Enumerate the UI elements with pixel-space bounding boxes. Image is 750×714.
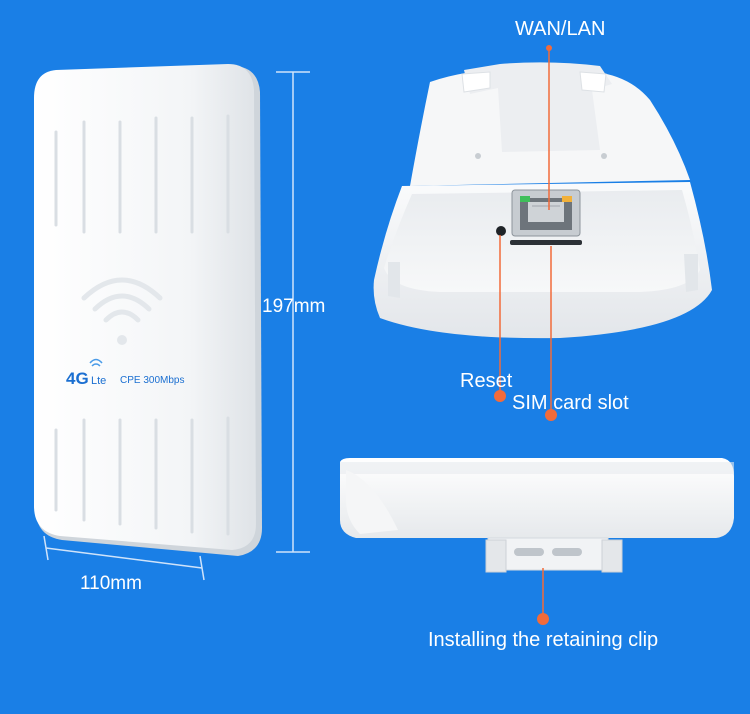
callout-clip (537, 568, 549, 625)
logo-4g-text: 4G (66, 369, 89, 388)
reset-label: Reset (460, 370, 513, 392)
signal-icon (89, 358, 103, 367)
sim-slot (510, 240, 582, 245)
wifi-icon (81, 277, 163, 345)
model-text: CPE 300Mbps (120, 375, 184, 386)
device-front-view: 4G Lte CPE 300Mbps (34, 64, 262, 556)
width-dimension-label: 110mm (80, 573, 142, 594)
callout-dot-sim (545, 409, 557, 421)
height-dimension (276, 71, 310, 553)
retaining-clip (485, 537, 623, 573)
height-dimension-label: 197mm (262, 296, 326, 317)
callout-dot-reset (494, 390, 506, 402)
reset-hole (496, 226, 506, 236)
device-side-view (340, 458, 734, 573)
wan-lan-label: WAN/LAN (515, 18, 606, 40)
callout-reset (494, 235, 506, 402)
callout-dot-wan (546, 45, 552, 51)
width-dimension (43, 535, 205, 581)
vent-slots-top (54, 114, 230, 234)
callout-sim (545, 246, 557, 421)
device-bottom-view (373, 62, 712, 339)
vent-slots-bottom (54, 416, 230, 536)
callout-dot-clip (537, 613, 549, 625)
retaining-clip-label: Installing the retaining clip (428, 629, 659, 651)
lte-logo: 4G Lte CPE 300Mbps (66, 358, 184, 388)
logo-lte-text: Lte (91, 375, 106, 387)
callout-wan-lan (546, 45, 552, 210)
sim-card-slot-label: SIM card slot (512, 392, 629, 414)
